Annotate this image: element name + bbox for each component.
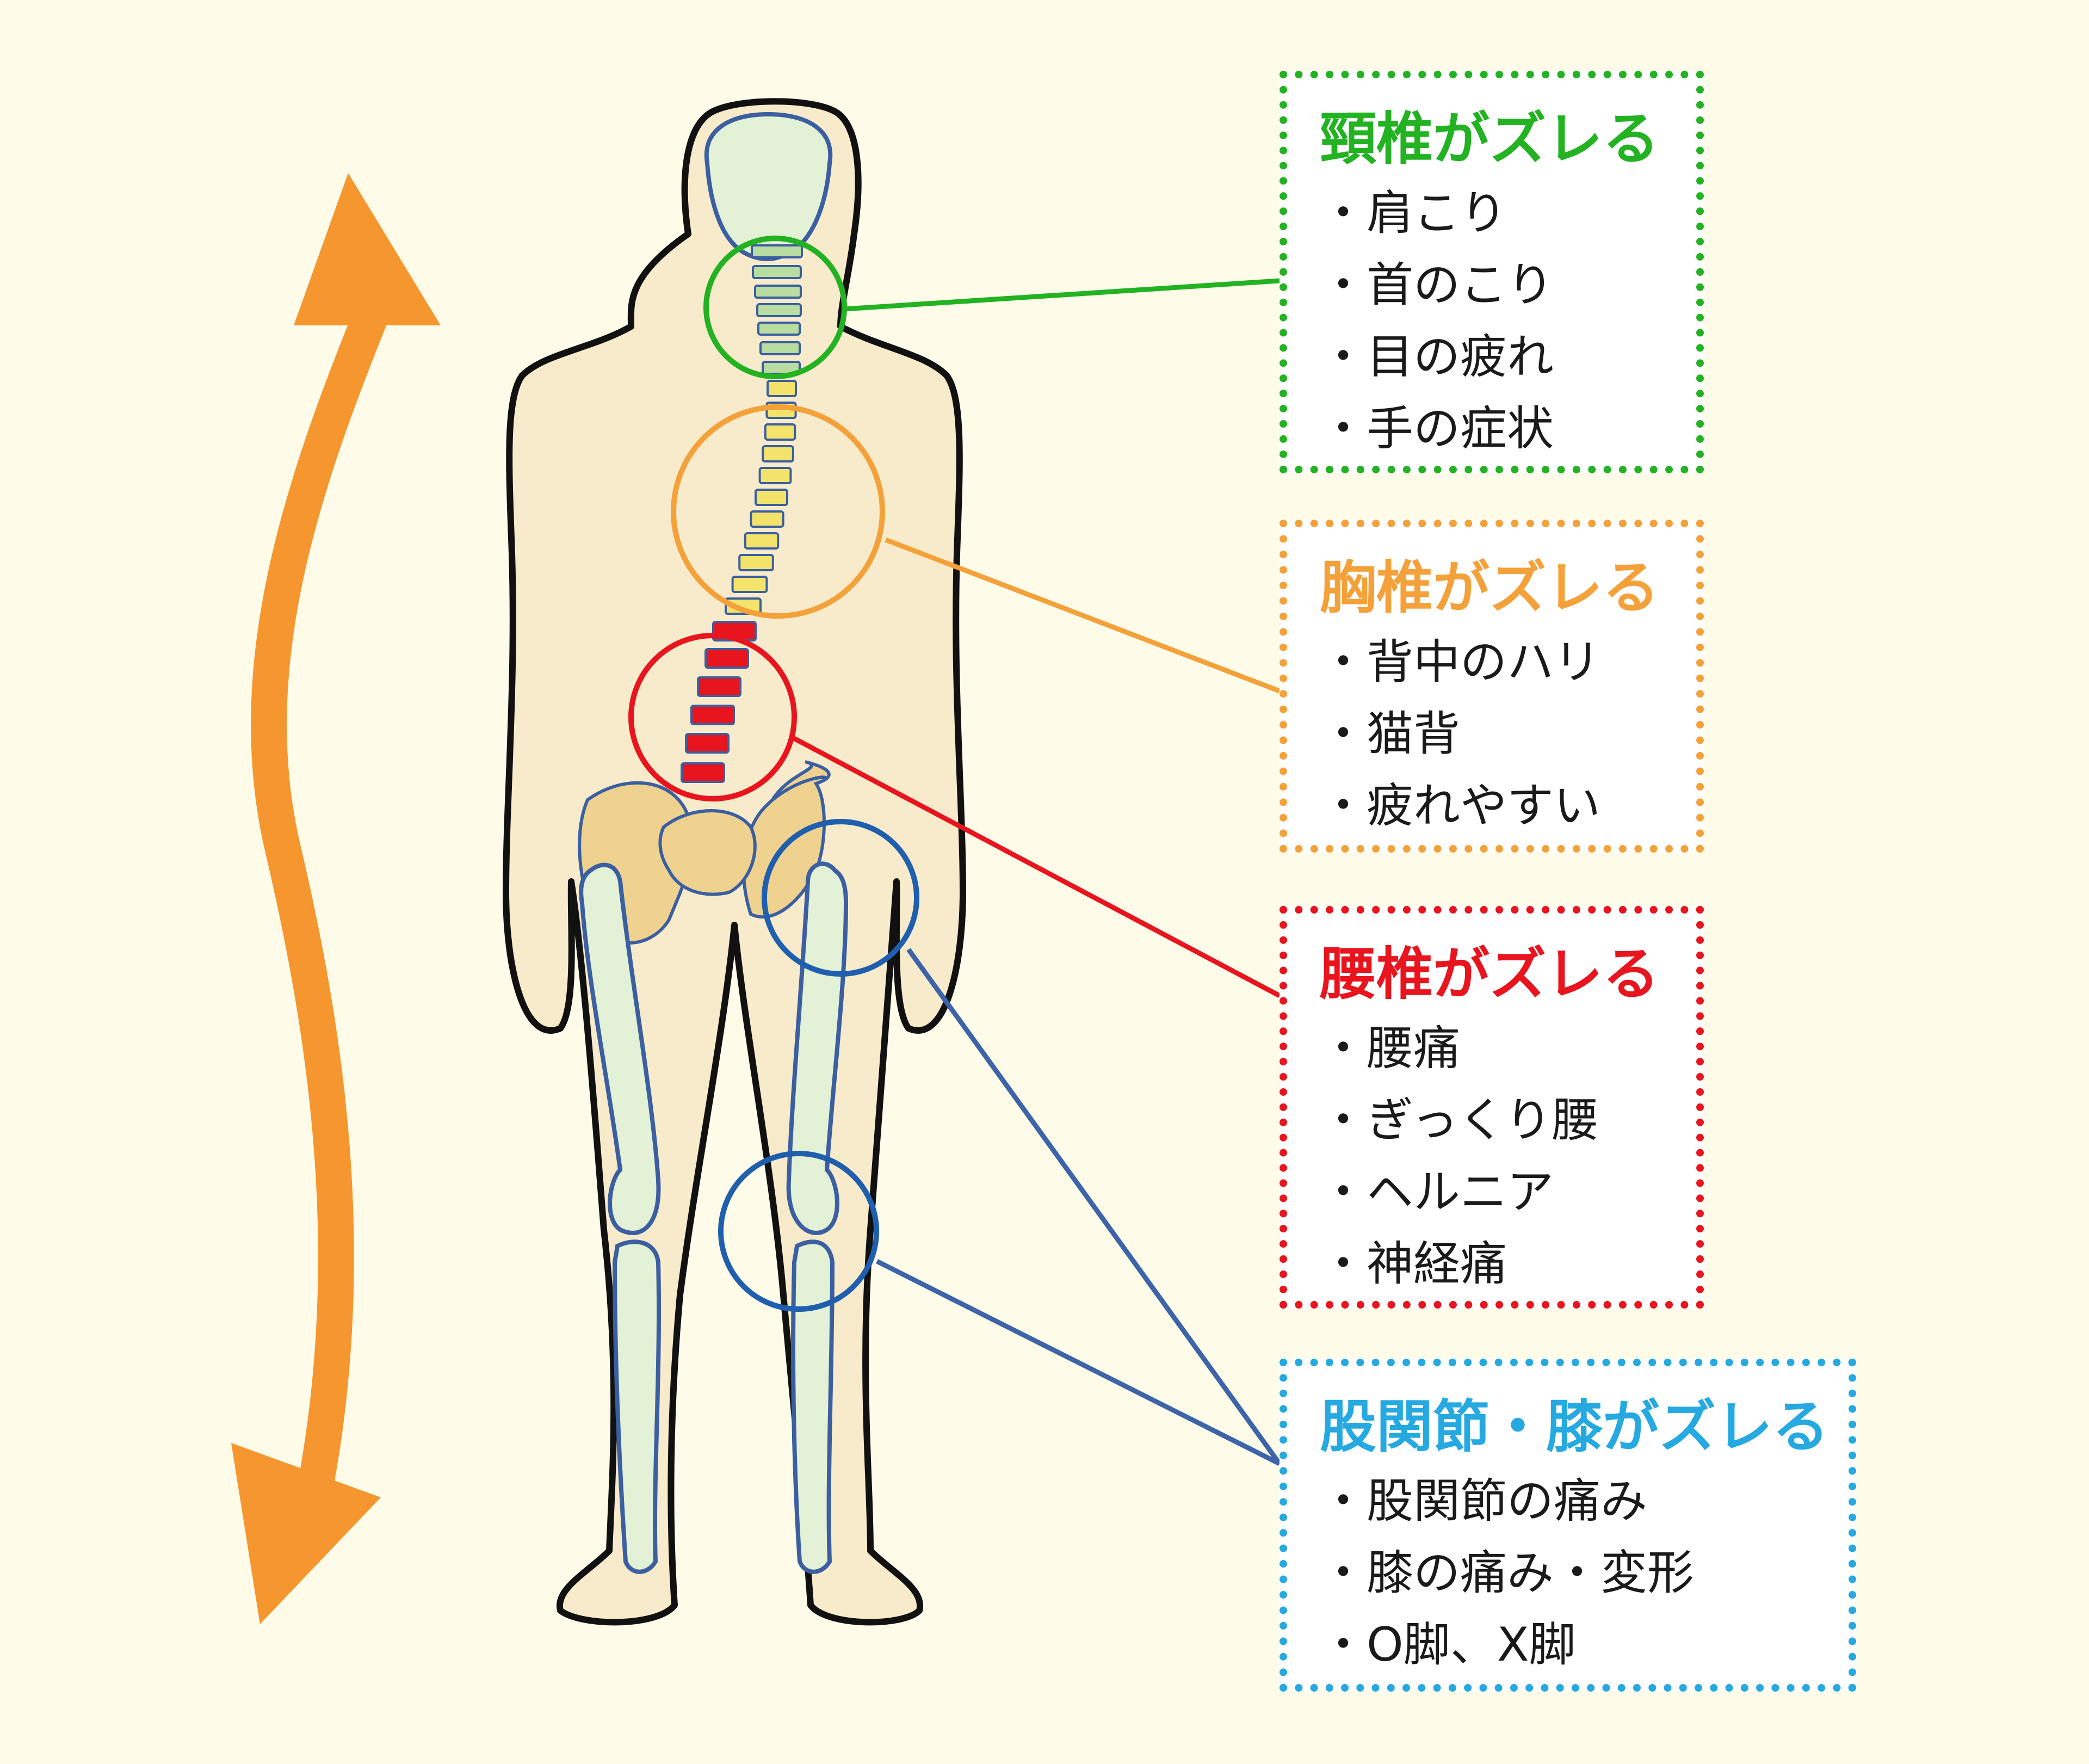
vertebra — [681, 762, 725, 783]
vertebra — [764, 423, 796, 441]
connector-lines — [788, 278, 1282, 1466]
vertebra — [758, 467, 792, 484]
symptom-item: ・疲れやすい — [1320, 779, 1600, 833]
leg-bones — [579, 861, 849, 1574]
connector-hip — [906, 948, 1282, 1465]
vertebra — [697, 676, 741, 697]
circle-thoracic — [671, 404, 885, 619]
symptom-item: ・目の疲れ — [1320, 330, 1554, 384]
neck-title: 頸椎がズレる — [1320, 106, 1660, 172]
symptom-item: ・背中のハリ — [1320, 635, 1600, 689]
vertebra — [767, 380, 797, 397]
symptom-item: ・股関節の痛み — [1320, 1474, 1647, 1528]
vertebra — [690, 705, 735, 725]
connector-lumbar — [788, 734, 1281, 998]
hip-knee-symptom-box: 股関節・膝がズレる ・股関節の痛み ・膝の痛み・変形 ・O脚、X脚 — [1280, 1359, 1856, 1692]
symptom-item: ・神経痛 — [1320, 1237, 1507, 1291]
neck-symptom-list: ・肩こり ・首のこり ・目の疲れ ・手の症状 — [1320, 177, 1664, 465]
vertebra — [685, 733, 730, 754]
symptom-item: ・ヘルニア — [1320, 1165, 1554, 1219]
hip-knee-symptom-list: ・股関節の痛み ・膝の痛み・変形 ・O脚、X脚 — [1320, 1465, 1816, 1681]
symptom-item: ・膝の痛み・変形 — [1320, 1546, 1694, 1600]
circle-lumbar — [628, 633, 797, 801]
connector-thoracic — [885, 537, 1281, 694]
vertebra — [755, 489, 788, 506]
vertebra — [754, 285, 802, 299]
region-circles — [628, 236, 919, 1312]
symptom-item: ・腰痛 — [1320, 1021, 1460, 1076]
vertebra — [738, 554, 774, 571]
vertebra — [751, 244, 803, 258]
circle-knee — [718, 1151, 879, 1312]
vertebra — [731, 576, 768, 593]
lumbar-title: 腰椎がズレる — [1320, 941, 1660, 1007]
neck-symptom-box: 頸椎がズレる ・肩こり ・首のこり ・目の疲れ ・手の症状 — [1280, 71, 1704, 473]
circle-hip — [762, 819, 919, 977]
lumbar-symptom-box: 腰椎がズレる ・腰痛 ・ぎっくり腰 ・ヘルニア ・神経痛 — [1280, 906, 1704, 1309]
connector-knee — [875, 1259, 1281, 1466]
vertebra — [756, 303, 802, 317]
thoracic-symptom-list: ・背中のハリ ・猫背 ・疲れやすい — [1320, 626, 1664, 842]
vertebra — [704, 648, 749, 669]
symptom-item: ・手の症状 — [1320, 402, 1554, 456]
symptom-item: ・猫背 — [1320, 707, 1460, 761]
connector-neck — [844, 278, 1280, 312]
vertebra — [744, 532, 780, 550]
vertebra — [750, 510, 784, 528]
vertebra — [762, 445, 794, 462]
symptom-item: ・首のこり — [1320, 258, 1554, 312]
vertebra — [757, 322, 801, 336]
hip-knee-title: 股関節・膝がズレる — [1320, 1393, 1830, 1460]
thoracic-symptom-box: 胸椎がズレる ・背中のハリ ・猫背 ・疲れやすい — [1280, 520, 1704, 853]
circle-neck — [703, 236, 847, 379]
double-headed-curved-arrow-icon — [231, 173, 441, 1624]
thoracic-title: 胸椎がズレる — [1320, 554, 1660, 621]
spine — [681, 244, 803, 783]
vertebra — [759, 341, 801, 355]
symptom-item: ・O脚、X脚 — [1320, 1618, 1576, 1672]
symptom-item: ・肩こり — [1320, 186, 1507, 240]
skull — [704, 112, 833, 261]
vertebra — [752, 265, 802, 279]
lumbar-symptom-list: ・腰痛 ・ぎっくり腰 ・ヘルニア ・神経痛 — [1320, 1013, 1664, 1300]
symptom-item: ・ぎっくり腰 — [1320, 1093, 1599, 1148]
